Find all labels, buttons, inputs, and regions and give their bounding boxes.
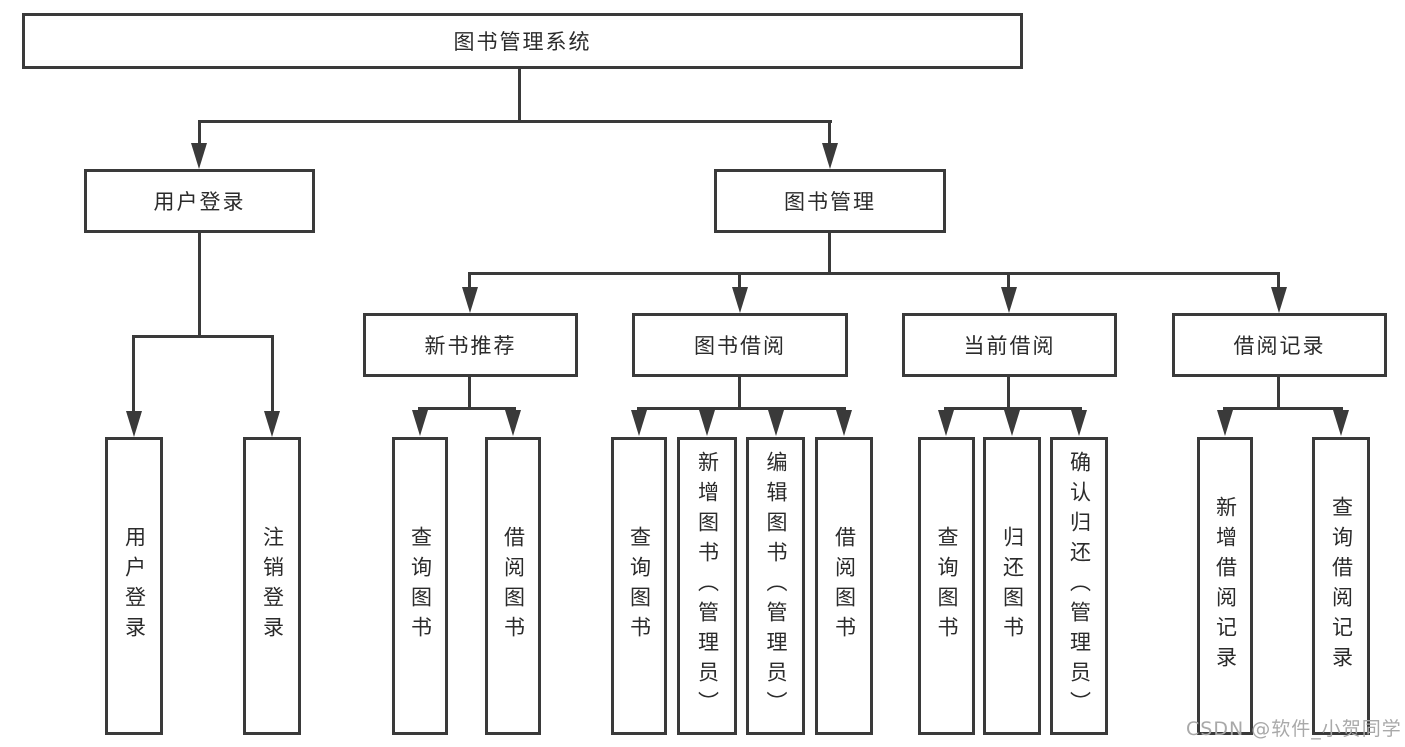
- leaf-query-borrow-record: 查询借阅记录: [1312, 437, 1370, 735]
- connector-arrow: [1071, 410, 1087, 436]
- node-label: 借阅记录: [1233, 334, 1326, 358]
- leaf-label: 查询借阅记录: [1329, 496, 1354, 676]
- leaf-label: 查询图书: [935, 526, 959, 646]
- connector-line: [944, 407, 1082, 410]
- leaf-label: 归还图书: [1000, 526, 1025, 646]
- connector-arrow: [732, 287, 748, 313]
- watermark-text: CSDN @软件_小贺同学: [1186, 718, 1402, 740]
- connector-line: [1277, 376, 1280, 410]
- connector-line: [828, 120, 831, 146]
- connector-line: [198, 120, 201, 146]
- leaf-user-login: 用户登录: [105, 437, 163, 735]
- connector-arrow: [768, 410, 784, 436]
- connector-arrow: [126, 411, 142, 437]
- connector-arrow: [1333, 410, 1349, 436]
- connector-arrow: [1217, 410, 1233, 436]
- node-label: 新书推荐: [424, 334, 517, 358]
- leaf-query-books-borrow: 查询图书: [611, 437, 667, 735]
- leaf-label: 借阅图书: [501, 526, 526, 646]
- leaf-label: 新增图书（管理员）: [695, 451, 720, 721]
- connector-line: [271, 335, 274, 413]
- node-user-login: 用户登录: [84, 169, 315, 233]
- leaf-label: 新增借阅记录: [1213, 496, 1238, 676]
- connector-arrow: [264, 411, 280, 437]
- leaf-query-books-current: 查询图书: [918, 437, 975, 735]
- connector-line: [468, 272, 1280, 275]
- node-new-book-recommend: 新书推荐: [363, 313, 578, 377]
- leaf-label: 查询图书: [627, 526, 652, 646]
- leaf-add-borrow-record: 新增借阅记录: [1197, 437, 1253, 735]
- connector-line: [828, 232, 831, 275]
- connector-line: [1007, 376, 1010, 410]
- leaf-label: 编辑图书（管理员）: [764, 451, 788, 721]
- leaf-label: 确认归还（管理员）: [1067, 451, 1092, 721]
- leaf-borrow-books-recommend: 借阅图书: [485, 437, 541, 735]
- connector-line: [738, 376, 741, 410]
- node-borrow-records: 借阅记录: [1172, 313, 1387, 377]
- leaf-edit-book-admin: 编辑图书（管理员）: [746, 437, 805, 735]
- connector-arrow: [1271, 287, 1287, 313]
- connector-arrow: [822, 143, 838, 169]
- connector-line: [1277, 272, 1280, 289]
- leaf-label: 查询图书: [408, 526, 433, 646]
- connector-arrow: [191, 143, 207, 169]
- leaf-logout: 注销登录: [243, 437, 301, 735]
- leaf-borrow-books: 借阅图书: [815, 437, 873, 735]
- leaf-return-book: 归还图书: [983, 437, 1041, 735]
- connector-line: [468, 376, 471, 410]
- connector-arrow: [631, 410, 647, 436]
- connector-arrow: [699, 410, 715, 436]
- connector-line: [132, 335, 135, 413]
- leaf-label: 用户登录: [122, 526, 147, 646]
- node-label: 图书管理系统: [453, 30, 592, 54]
- connector-arrow: [938, 410, 954, 436]
- connector-line: [738, 272, 741, 289]
- connector-line: [198, 232, 201, 338]
- leaf-add-book-admin: 新增图书（管理员）: [677, 437, 737, 735]
- node-label: 图书借阅: [694, 334, 786, 358]
- node-current-borrow: 当前借阅: [902, 313, 1117, 377]
- connector-line: [198, 120, 832, 123]
- connector-line: [1223, 407, 1343, 410]
- node-label: 图书管理: [784, 190, 876, 214]
- connector-line: [418, 407, 516, 410]
- connector-line: [132, 335, 274, 338]
- connector-arrow: [505, 410, 521, 436]
- node-label: 当前借阅: [963, 334, 1056, 358]
- connector-arrow: [836, 410, 852, 436]
- leaf-label: 借阅图书: [832, 526, 857, 646]
- node-book-borrow: 图书借阅: [632, 313, 848, 377]
- connector-arrow: [1001, 287, 1017, 313]
- connector-arrow: [462, 287, 478, 313]
- connector-arrow: [412, 410, 428, 436]
- connector-line: [518, 68, 521, 122]
- node-book-management: 图书管理: [714, 169, 946, 233]
- leaf-query-books-recommend: 查询图书: [392, 437, 448, 735]
- leaf-label: 注销登录: [260, 526, 285, 646]
- connector-line: [637, 407, 846, 410]
- node-root: 图书管理系统: [22, 13, 1023, 69]
- connector-line: [1007, 272, 1010, 289]
- connector-arrow: [1004, 410, 1020, 436]
- node-label: 用户登录: [153, 190, 246, 214]
- leaf-confirm-return-admin: 确认归还（管理员）: [1050, 437, 1108, 735]
- connector-line: [468, 272, 471, 289]
